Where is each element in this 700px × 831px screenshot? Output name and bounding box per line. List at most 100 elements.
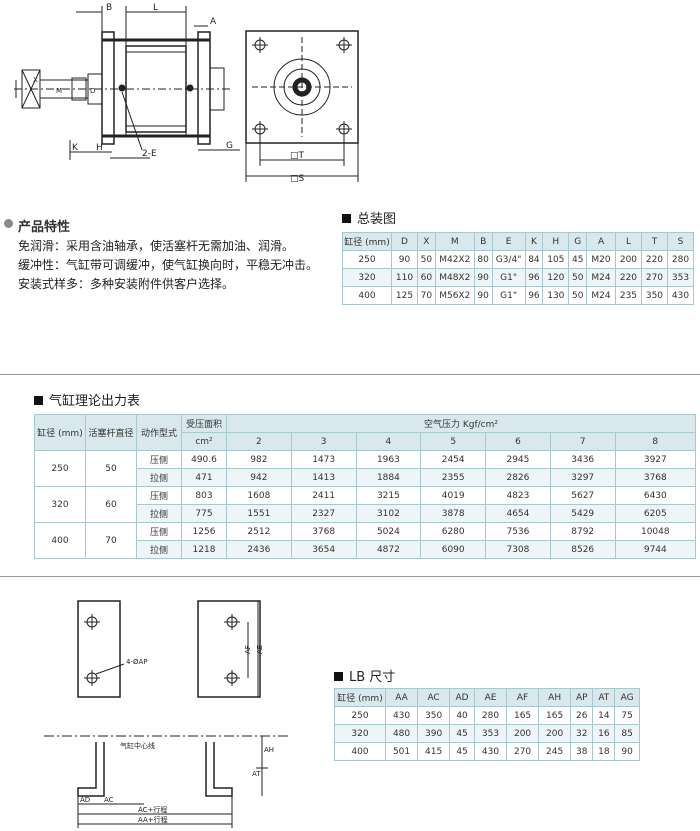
cell: 390 xyxy=(417,724,451,743)
cell: 10048 xyxy=(614,522,697,541)
header-cell: 活塞杆直径 xyxy=(85,414,137,451)
cell: 400 xyxy=(34,522,86,559)
dim-t: □T xyxy=(290,151,305,161)
cell: 350 xyxy=(640,286,668,305)
cell: 96 xyxy=(524,268,544,287)
force-title: 气缸理论出力表 xyxy=(34,390,140,409)
cell: 3768 xyxy=(290,522,357,541)
cell: 2945 xyxy=(485,450,551,469)
cell: M56X2 xyxy=(434,286,475,305)
cell: 270 xyxy=(506,742,540,761)
cell: 90 xyxy=(473,286,493,305)
header-cell: 4 xyxy=(355,432,422,451)
divider xyxy=(0,374,700,375)
dim-h: H xyxy=(96,143,103,153)
dim-a: A xyxy=(210,17,217,27)
lb-label-ah: AH xyxy=(264,746,274,754)
lb-label-at: AT xyxy=(252,770,261,778)
table-header-row: 缸径 (mm) D X M B E K H G A L T S xyxy=(342,232,695,251)
cell: 270 xyxy=(640,268,668,287)
cell: 压侧 xyxy=(136,522,182,541)
header-cell: 2 xyxy=(226,432,292,451)
cell: 200 xyxy=(614,250,642,269)
header-cell: 缸径 (mm) xyxy=(334,688,386,707)
feature-line: 缓冲性：气缸带可调缓冲，使气缸换向时，平稳无冲击。 xyxy=(18,258,319,272)
cell: 3654 xyxy=(290,540,357,559)
cell: 压侧 xyxy=(136,486,182,505)
cell: 320 xyxy=(342,268,392,287)
cell: 4654 xyxy=(485,504,551,523)
cell: 26 xyxy=(570,706,594,725)
cell: 220 xyxy=(614,268,642,287)
cell: 105 xyxy=(542,250,570,269)
header-cell: 空气压力 Kgf/cm² xyxy=(226,414,696,433)
header-cell: AG xyxy=(614,688,640,707)
cell: 415 xyxy=(417,742,451,761)
header-cell: 缸径 (mm) xyxy=(34,414,86,451)
cell: 235 xyxy=(614,286,642,305)
lb-bracket-drawing: 4-ØAP 气缸中心线 AF AE AH AT AD AC AC+行程 AA+行… xyxy=(44,600,290,828)
header-cell: AC xyxy=(417,688,451,707)
cell: 2355 xyxy=(420,468,487,487)
assembly-title: 总装图 xyxy=(342,208,396,227)
header-cell: AH xyxy=(538,688,572,707)
dim-s: □S xyxy=(290,174,305,184)
cell: 50 xyxy=(568,286,588,305)
cell: 3215 xyxy=(355,486,422,505)
lb-label-centerline: 气缸中心线 xyxy=(120,741,155,750)
header-cell: K xyxy=(524,232,544,251)
cell: G3/4" xyxy=(491,250,526,269)
cell: 85 xyxy=(614,724,640,743)
feature-line: 安装式样多：多种安装附件供客户选择。 xyxy=(18,277,235,291)
lb-label-aa-stroke: AA+行程 xyxy=(138,815,168,824)
header-cell: 3 xyxy=(290,432,357,451)
cell: 4823 xyxy=(485,486,551,505)
cell: 80 xyxy=(473,250,493,269)
cell: 7536 xyxy=(485,522,551,541)
cell: G1" xyxy=(491,268,526,287)
cell: 60 xyxy=(416,268,436,287)
cell: 2327 xyxy=(290,504,357,523)
header-cell: AT xyxy=(592,688,616,707)
dim-x: X xyxy=(33,76,38,84)
cell: 165 xyxy=(506,706,540,725)
cell: 3878 xyxy=(420,504,487,523)
cell: 320 xyxy=(34,486,86,523)
cell: 200 xyxy=(506,724,540,743)
cell: G1" xyxy=(491,286,526,305)
cell: 110 xyxy=(391,268,418,287)
cell: 90 xyxy=(614,742,640,761)
cell: 32 xyxy=(570,724,594,743)
cell: 2411 xyxy=(290,486,357,505)
table-header-row: 缸径 (mm) AA AC AD AE AF AH AP AT AG xyxy=(334,688,640,707)
header-cell: AF xyxy=(506,688,540,707)
table-header-row: cm² 2 3 4 5 6 7 8 xyxy=(35,432,697,451)
dim-k: K xyxy=(72,143,79,153)
cell: M20 xyxy=(586,250,616,269)
header-cell: T xyxy=(640,232,668,251)
cell: 拉侧 xyxy=(136,540,182,559)
cell: 96 xyxy=(524,286,544,305)
cell: 775 xyxy=(181,504,227,523)
header-cell: D xyxy=(391,232,418,251)
header-cell: 8 xyxy=(614,432,697,451)
cell: 14 xyxy=(592,706,616,725)
cell: 480 xyxy=(384,724,419,743)
cell: 45 xyxy=(449,742,475,761)
cell: 350 xyxy=(417,706,451,725)
cell: 拉侧 xyxy=(136,468,182,487)
header-cell: 7 xyxy=(549,432,616,451)
lb-title: LB 尺寸 xyxy=(334,666,395,685)
cell: 18 xyxy=(592,742,616,761)
cell: M42X2 xyxy=(434,250,475,269)
assembly-drawing: B L A X M D K H 2-E G □T □S xyxy=(14,3,359,184)
cell: 2454 xyxy=(420,450,487,469)
dim-g: G xyxy=(226,141,233,151)
